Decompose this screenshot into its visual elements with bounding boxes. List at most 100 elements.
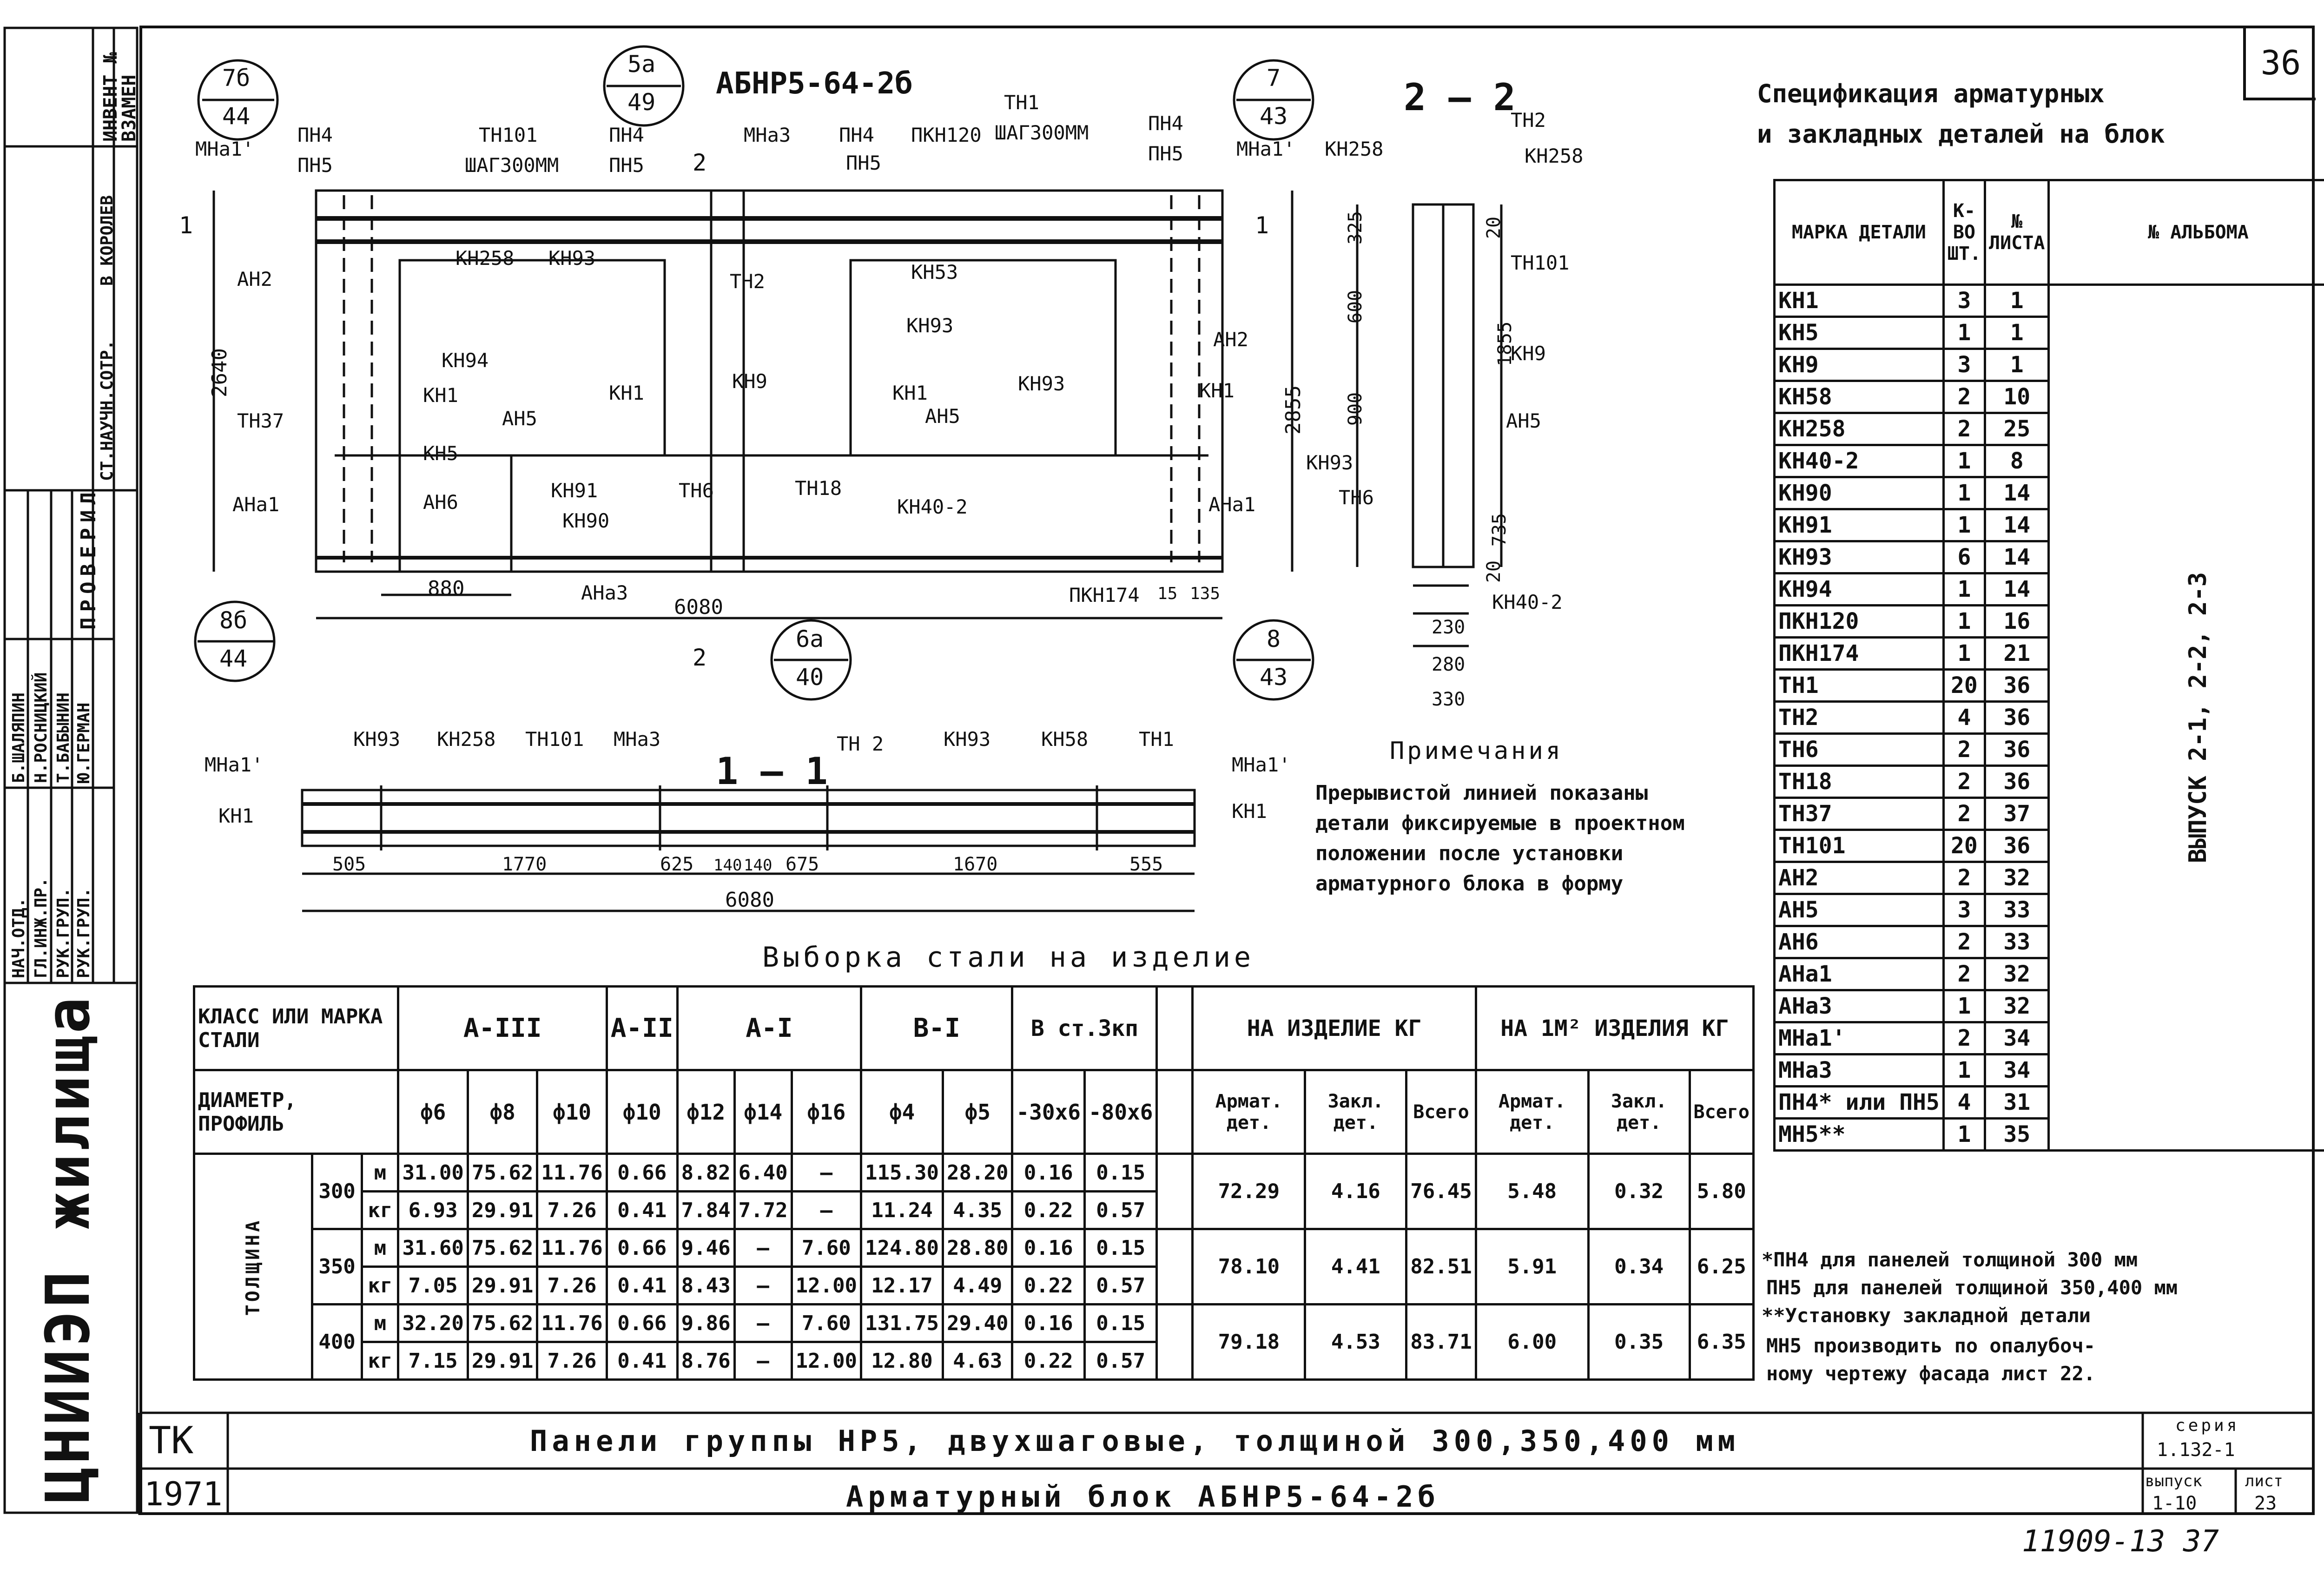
s22-kn93: КН93 — [1306, 451, 1353, 474]
lbl-pn5-d: ПН5 — [1148, 142, 1183, 165]
steel-diam: -80х6 — [1083, 1069, 1158, 1155]
callout-2-num: 5а — [627, 51, 656, 78]
spec-cell-sheet: 32 — [1984, 861, 2050, 895]
spec-cell-sheet: 16 — [1984, 604, 2050, 639]
s22-an5: АН5 — [1506, 409, 1541, 432]
steel-value: 7.72 — [733, 1190, 793, 1230]
s22-kn258-b: КН258 — [1525, 145, 1584, 167]
s11-kn93-b: КН93 — [944, 728, 991, 751]
tb-tk: ТК — [149, 1419, 194, 1462]
spec-cell-qty: 1 — [1942, 316, 1987, 350]
dim-600: 600 — [1345, 290, 1367, 324]
s11-kn58: КН58 — [1041, 728, 1089, 751]
lbl-kn40-2: КН40-2 — [897, 495, 968, 518]
footnote-1: *ПН4 для панелей толщиной 300 мм — [1762, 1248, 2138, 1271]
steel-value: 29.91 — [466, 1341, 539, 1381]
steel-total: 4.16 — [1304, 1153, 1408, 1230]
steel-value: 7.26 — [536, 1341, 608, 1381]
spec-cell-qty: 3 — [1942, 283, 1987, 318]
steel-value: 0.66 — [605, 1228, 679, 1268]
lbl-kn9: КН9 — [732, 370, 767, 393]
lbl-an2-left: АН2 — [237, 268, 272, 290]
spec-cell-sheet: 32 — [1984, 989, 2050, 1023]
s11-mna1-right: МНа1' — [1232, 753, 1291, 776]
lbl-kn1-b: КН1 — [609, 382, 644, 404]
spec-cell-mark: ПКН120 — [1773, 604, 1945, 639]
spec-cell-mark: КН94 — [1773, 572, 1945, 606]
spec-h-album: № АЛЬБОМА — [2047, 179, 2324, 286]
spec-cell-qty: 20 — [1942, 668, 1987, 703]
spec-cell-qty: 2 — [1942, 957, 1987, 991]
steel-value: 75.62 — [466, 1303, 539, 1343]
spec-cell-mark: КН40-2 — [1773, 444, 1945, 478]
lbl-kn93-a: КН93 — [548, 247, 596, 270]
steel-value: — — [790, 1190, 863, 1230]
steel-value: 31.60 — [397, 1228, 469, 1268]
steel-total: 72.29 — [1191, 1153, 1307, 1230]
spec-cell-sheet: 1 — [1984, 316, 2050, 350]
steel-value: 0.41 — [605, 1265, 679, 1305]
spec-cell-mark: КН5 — [1773, 316, 1945, 350]
steel-unit: кг — [361, 1265, 400, 1305]
spec-cell-sheet: 33 — [1984, 893, 2050, 927]
steel-value: 0.15 — [1083, 1153, 1158, 1193]
lbl-pn4-a: ПН4 — [297, 124, 333, 146]
lbl-kn1-c: КН1 — [892, 382, 928, 404]
spec-cell-sheet: 33 — [1984, 925, 2050, 959]
block-title: АБНР5-64-2б — [716, 66, 913, 101]
lbl-tn2: ТН2 — [730, 270, 765, 293]
steel-diam: ф10 — [536, 1069, 608, 1155]
tb-year: 1971 — [144, 1475, 223, 1513]
s11-dim-625: 625 — [660, 854, 694, 875]
steel-value: 4.49 — [941, 1265, 1014, 1305]
lbl-an2-right: АН2 — [1213, 328, 1248, 351]
spec-cell-qty: 1 — [1942, 604, 1987, 639]
spec-album-text: ВЫПУСК 2-1, 2-2, 2-3 — [2184, 572, 2212, 863]
spec-cell-mark: АНа1 — [1773, 957, 1945, 991]
spec-cell-mark: ТН1 — [1773, 668, 1945, 703]
s22-tn101: ТН101 — [1511, 251, 1570, 274]
spec-title-2: и закладных деталей на блок — [1757, 119, 2165, 149]
steel-value: 0.41 — [605, 1341, 679, 1381]
callout-5-den: 40 — [796, 664, 824, 691]
steel-value: — — [733, 1341, 793, 1381]
spec-cell-mark: ТН18 — [1773, 764, 1945, 799]
s11-kn93-a: КН93 — [353, 728, 401, 751]
steel-unit: м — [361, 1303, 400, 1343]
steel-h-m2: НА 1М² ИЗДЕЛИЯ КГ — [1474, 985, 1755, 1071]
dim-2855: 2855 — [1281, 385, 1305, 435]
steel-value: 0.16 — [1011, 1303, 1086, 1343]
spec-cell-qty: 1 — [1942, 1053, 1987, 1087]
steel-value: — — [733, 1228, 793, 1268]
steel-total: 6.25 — [1688, 1228, 1755, 1305]
spec-cell-sheet: 36 — [1984, 732, 2050, 767]
spec-cell-qty: 1 — [1942, 1117, 1987, 1152]
steel-value: 4.35 — [941, 1190, 1014, 1230]
spec-h-qty: К-ВО ШТ. — [1942, 179, 1987, 286]
dim-2640: 2640 — [207, 348, 231, 397]
s22-tn6: ТН6 — [1339, 486, 1374, 509]
steel-value: 0.57 — [1083, 1190, 1158, 1230]
steel-diam: ф12 — [676, 1069, 736, 1155]
steel-value: 7.26 — [536, 1190, 608, 1230]
callout-3-num: 7 — [1267, 65, 1281, 92]
s11-dim-140a: 140 — [713, 856, 742, 875]
steel-value: 131.75 — [860, 1303, 944, 1343]
steel-total: 4.53 — [1304, 1303, 1408, 1381]
lbl-pn5-c: ПН5 — [846, 152, 881, 174]
spec-cell-mark: АН6 — [1773, 925, 1945, 959]
steel-class-a2: А-II — [605, 985, 679, 1071]
lbl-tn1: ТН1 — [1004, 91, 1039, 114]
spec-cell-mark: АН5 — [1773, 893, 1945, 927]
footnote-3: **Установку закладной детали — [1762, 1304, 2091, 1327]
s11-dim-675: 675 — [786, 854, 819, 875]
lbl-step-a: ШАГ300ММ — [465, 154, 559, 177]
steel-sub-header: Всего — [1405, 1069, 1477, 1155]
archive-number: 11909-13 37 — [2022, 1524, 2219, 1559]
spec-cell-sheet: 1 — [1984, 283, 2050, 318]
callout-4-num: 8б — [219, 607, 248, 634]
